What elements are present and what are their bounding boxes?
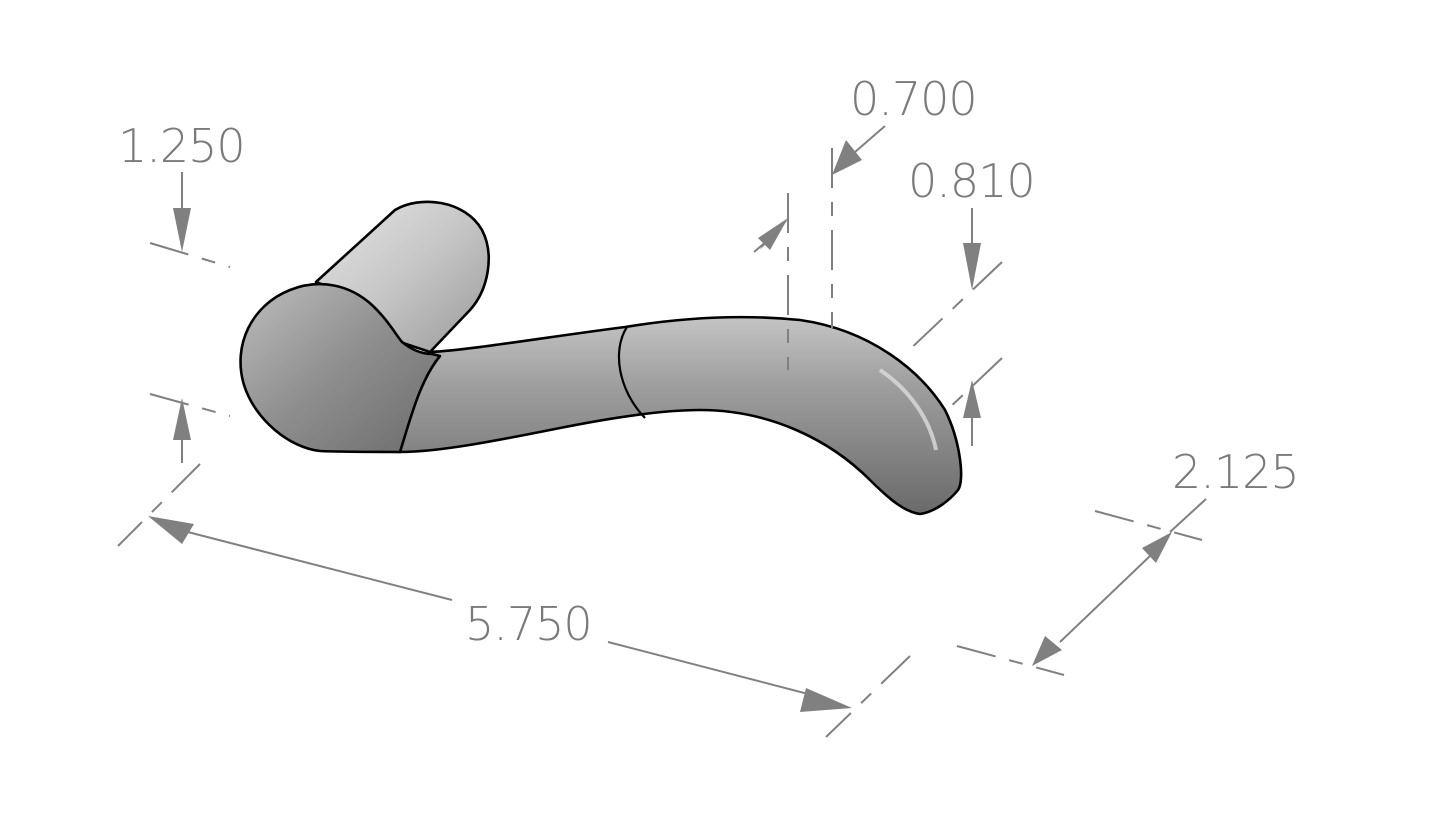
lever-handle-part: [239, 200, 963, 516]
dimension-0700: 0.700: [753, 72, 978, 370]
dimension-5750: 5.750: [148, 516, 911, 738]
tip-highlight: [878, 368, 938, 451]
dimension-0810: 0.810: [904, 154, 1036, 446]
dimension-label-1250: 1.250: [118, 119, 245, 173]
dimension-label-2125: 2.125: [1172, 445, 1299, 499]
dimension-1250: 1.250: [117, 119, 246, 547]
dimension-label-5750: 5.750: [465, 597, 592, 651]
hub-rose: [239, 282, 442, 454]
lever-body: [338, 315, 963, 516]
dimension-label-0810: 0.810: [908, 154, 1035, 208]
segment-seam: [617, 326, 646, 419]
dimension-2125: 2.125: [956, 445, 1300, 676]
dimension-label-0700: 0.700: [850, 72, 977, 126]
